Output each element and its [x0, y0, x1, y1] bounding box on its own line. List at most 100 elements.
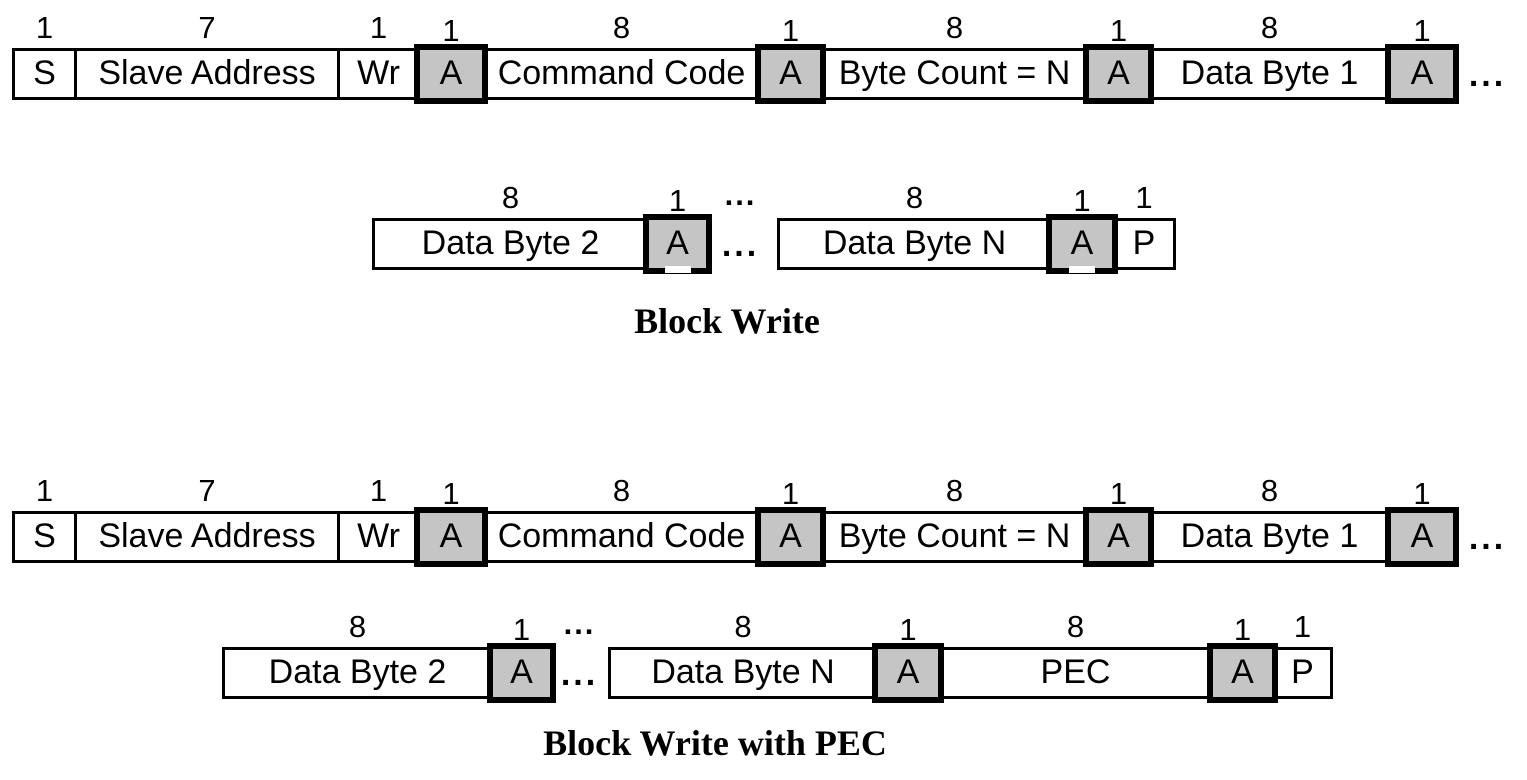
bit-width-label: 1: [781, 13, 800, 48]
command-code-label: Command Code: [497, 517, 746, 555]
byte-count-label: Byte Count = N: [838, 517, 1071, 555]
continuation-ellipsis-label: ...: [560, 655, 599, 693]
bit-width-label: 8: [612, 10, 631, 45]
write-bit-label: Wr: [357, 517, 400, 555]
bit-width-label: 1: [35, 10, 54, 45]
continuation-ellipsis-cell: ......: [708, 179, 773, 270]
bit-width-label: 8: [1260, 10, 1279, 45]
bit-width-label: 8: [612, 473, 631, 508]
write-bit-label: Wr: [357, 54, 400, 92]
ack-label: A: [779, 54, 802, 92]
stop-condition-label: P: [1132, 224, 1156, 262]
stop-condition-label: P: [1291, 653, 1314, 691]
block-write-with-pec-title: Block Write with PEC: [543, 723, 887, 763]
bit-width-label: 1: [442, 476, 460, 511]
bit-width-label: 1: [1413, 476, 1431, 511]
continuation-ellipsis-cell: ...: [1460, 511, 1515, 563]
ack-label: A: [1231, 653, 1254, 691]
ack-label: A: [666, 224, 689, 262]
ack-label: A: [779, 517, 802, 555]
ack-label: A: [1410, 54, 1434, 92]
continuation-ellipsis-cell: ...: [1460, 48, 1515, 100]
bit-width-label: 1: [369, 473, 388, 508]
bit-width-label: 1: [1073, 183, 1091, 218]
start-condition-label: S: [33, 54, 56, 92]
continuation-ellipsis-label: ...: [1468, 519, 1507, 557]
bit-width-label: 1: [899, 612, 917, 647]
bit-width-label: 1: [442, 13, 460, 48]
bit-width-label: 8: [734, 609, 752, 644]
bit-width-label: 8: [348, 609, 367, 644]
bit-width-label: 1: [1109, 13, 1128, 48]
slave-address-label: Slave Address: [98, 517, 316, 555]
bit-width-label: 1: [1135, 180, 1153, 215]
bit-width-label: 1: [668, 183, 687, 218]
ack-label: A: [1107, 517, 1130, 555]
data-byte-n-label: Data Byte N: [822, 224, 1007, 262]
continuation-ellipsis-cell: ......: [552, 608, 607, 699]
bit-width-label: 1: [369, 10, 388, 45]
bit-width-label: 8: [945, 473, 964, 508]
data-byte-2-label: Data Byte 2: [268, 653, 447, 691]
ack-label: A: [896, 653, 920, 691]
data-byte-1-label: Data Byte 1: [1180, 517, 1359, 555]
bit-width-label: 1: [781, 476, 800, 511]
bit-width-label: 1: [35, 473, 54, 508]
ack-label: A: [1410, 517, 1434, 555]
ack-label: A: [510, 653, 533, 691]
continuation-ellipsis-label: ...: [721, 226, 760, 264]
ack-label: A: [1070, 224, 1094, 262]
bit-width-label: 8: [1066, 609, 1085, 644]
byte-count-label: Byte Count = N: [838, 54, 1071, 92]
bit-width-label: 7: [198, 473, 216, 508]
slave-address-label: Slave Address: [98, 54, 316, 92]
data-byte-n-label: Data Byte N: [651, 653, 835, 691]
bit-width-label: 8: [501, 180, 520, 215]
ack-label: A: [1107, 54, 1130, 92]
bit-width-label: 8: [945, 10, 964, 45]
block-write-title: Block Write: [634, 301, 820, 341]
bit-width-label: 1: [1109, 476, 1128, 511]
continuation-ellipsis-label: ...: [1468, 56, 1507, 94]
command-code-label: Command Code: [497, 54, 746, 92]
bit-width-label: ...: [563, 606, 596, 641]
bit-width-label: 7: [198, 10, 216, 45]
data-byte-1-label: Data Byte 1: [1180, 54, 1359, 92]
bit-width-label: 8: [905, 180, 924, 215]
bit-width-label: 1: [1413, 13, 1431, 48]
bit-width-label: ...: [724, 177, 757, 212]
